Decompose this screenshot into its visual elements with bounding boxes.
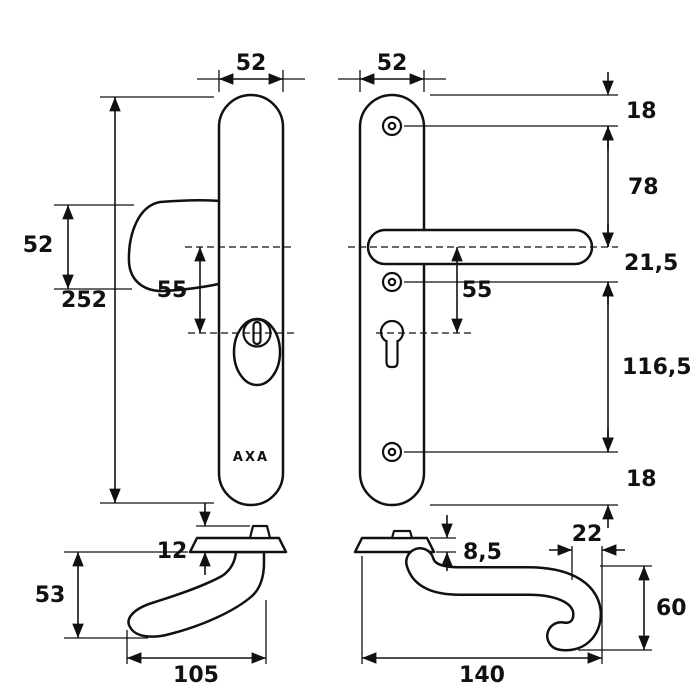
dim-label-60: 60 xyxy=(656,596,687,621)
screw-top-center xyxy=(387,121,397,131)
dim-label-knob-height: 52 xyxy=(23,233,54,258)
lever-spindle-nub xyxy=(390,529,414,540)
dim-label-12: 12 xyxy=(157,539,188,564)
screw-bottom-center xyxy=(387,447,397,457)
dim-label-top-offset: 18 xyxy=(626,99,657,124)
side-view-lever xyxy=(353,529,602,652)
dim-label-53: 53 xyxy=(35,583,66,608)
screw-middle-center xyxy=(387,277,397,287)
dim-label-140: 140 xyxy=(459,663,505,688)
dim-label-plate-height: 252 xyxy=(61,288,107,313)
dim-label-22: 22 xyxy=(572,522,603,547)
keyhole-slot xyxy=(385,340,399,369)
dim-label-bottom-offset: 18 xyxy=(626,467,657,492)
dim-label-78: 78 xyxy=(628,175,659,200)
dim-label-116-5: 116,5 xyxy=(622,355,692,380)
dimension-stubs xyxy=(199,72,625,575)
dim-label-8-5: 8,5 xyxy=(463,540,502,565)
knob-side-profile xyxy=(127,550,266,638)
escutcheon-plate-right xyxy=(358,93,426,507)
dim-label-55-left: 55 xyxy=(157,278,188,303)
keyhole-circle xyxy=(379,319,405,345)
knob-plate-side xyxy=(188,536,288,554)
dimension-labels: 52 52 18 78 52 252 55 21,5 55 116,5 18 1… xyxy=(23,51,692,688)
centerlines xyxy=(185,246,618,334)
front-view-knob-plate: AXA xyxy=(127,93,285,507)
dim-label-width-left: 52 xyxy=(236,51,267,76)
brand-logo: AXA xyxy=(233,450,269,465)
escutcheon-plate-left xyxy=(217,93,285,507)
dim-label-55-right: 55 xyxy=(462,278,493,303)
lever-side-profile-fill xyxy=(407,549,600,649)
dim-label-width-right: 52 xyxy=(377,51,408,76)
witness-lines xyxy=(54,70,652,664)
side-view-knob xyxy=(127,524,288,638)
dim-label-21-5: 21,5 xyxy=(624,251,678,276)
dim-label-105: 105 xyxy=(173,663,219,688)
knob-spindle-stem xyxy=(248,524,272,540)
